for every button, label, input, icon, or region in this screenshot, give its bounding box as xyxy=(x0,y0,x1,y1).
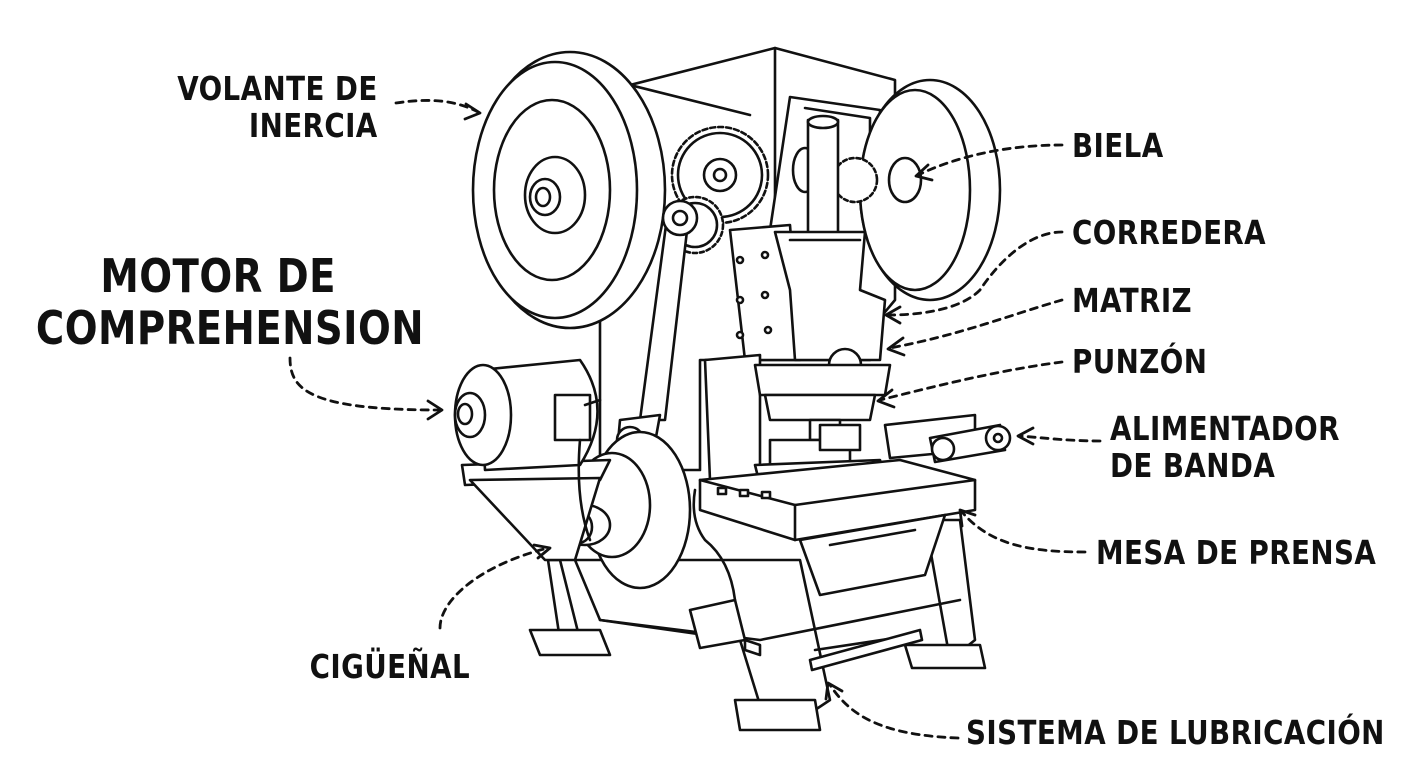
flywheel xyxy=(471,50,667,330)
label-ciguenal: CIGÜEÑAL xyxy=(309,648,470,685)
label-mesa-de-prensa: MESA DE PRENSA xyxy=(1096,534,1376,571)
label-motor-line1: MOTOR DE xyxy=(100,249,336,303)
label-matriz: MATRIZ xyxy=(1072,282,1192,319)
label-matriz-text: MATRIZ xyxy=(1072,281,1193,320)
label-volante-line2: INERCIA xyxy=(249,106,378,145)
press-table xyxy=(698,458,977,597)
label-corredera-text: CORREDERA xyxy=(1072,213,1267,252)
rear-wheel xyxy=(858,78,1002,302)
label-sistema-de-lubricacion: SISTEMA DE LUBRICACIÓN xyxy=(966,714,1385,751)
lubrication-box xyxy=(688,488,762,657)
motor xyxy=(453,358,612,562)
label-alimentador-line2: DE BANDA xyxy=(1110,446,1276,485)
label-biela: BIELA xyxy=(1072,127,1164,164)
label-ciguenal-text: CIGÜEÑAL xyxy=(309,647,470,686)
label-punzon: PUNZÓN xyxy=(1072,343,1207,380)
label-volante-de-inercia: VOLANTE DE INERCIA xyxy=(178,70,378,144)
label-motor-line2: COMPREHENSION xyxy=(35,301,424,355)
label-alimentador-line1: ALIMENTADOR xyxy=(1110,409,1340,448)
label-alimentador-de-banda: ALIMENTADOR DE BANDA xyxy=(1110,410,1340,484)
leader-lines xyxy=(288,99,1102,740)
label-corredera: CORREDERA xyxy=(1072,214,1266,251)
label-motor-de-comprehension: MOTOR DE COMPREHENSION xyxy=(36,250,424,354)
label-punzon-text: PUNZÓN xyxy=(1072,342,1208,381)
label-biela-text: BIELA xyxy=(1072,126,1164,165)
machine-base xyxy=(528,518,987,732)
label-volante-line1: VOLANTE DE xyxy=(177,69,378,108)
label-lubricacion-text: SISTEMA DE LUBRICACIÓN xyxy=(966,713,1385,752)
band-feeder xyxy=(883,413,1012,464)
label-mesa-text: MESA DE PRENSA xyxy=(1096,533,1377,572)
